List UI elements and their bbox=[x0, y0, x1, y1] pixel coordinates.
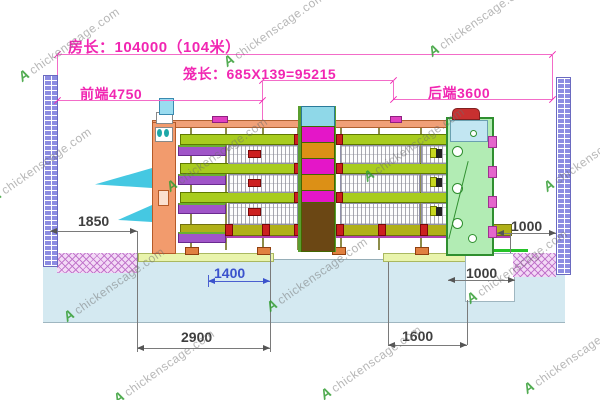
dim-1000-mid-label: 1000 bbox=[466, 265, 498, 281]
end-column-eye bbox=[164, 129, 169, 137]
brand-logo-icon: A bbox=[424, 40, 443, 60]
brand-logo-icon: A bbox=[519, 377, 538, 397]
dim-house-length-line bbox=[57, 54, 552, 55]
brand-logo-icon: A bbox=[14, 65, 33, 85]
dim-house-length-label: 房长：104000（104米） bbox=[68, 39, 241, 56]
ground-top-edge bbox=[270, 259, 388, 260]
dim-2900-label: 2900 bbox=[181, 329, 213, 345]
dim-1000-top-label: 1000 bbox=[511, 218, 543, 234]
floor-strip-left bbox=[138, 253, 274, 262]
right-brick-wall bbox=[556, 77, 571, 275]
dim-rear-end-line bbox=[393, 99, 552, 100]
dim-1850-line bbox=[50, 231, 137, 232]
dim-2900-line bbox=[137, 348, 270, 349]
dim-1000-top-line bbox=[497, 233, 556, 234]
brand-logo-icon: A bbox=[0, 185, 5, 205]
top-rail-trolley bbox=[390, 116, 402, 123]
brand-logo-icon: A bbox=[109, 387, 128, 400]
dim-1400-line bbox=[208, 281, 270, 282]
elevator-cap bbox=[452, 108, 480, 120]
dim-rear-end-label: 后端3600 bbox=[428, 85, 491, 101]
brand-logo-icon: A bbox=[316, 383, 335, 400]
end-column bbox=[152, 122, 176, 254]
brand-logo-icon: A bbox=[539, 175, 558, 195]
dim-cage-length-line bbox=[262, 80, 393, 81]
dim-1400-label: 1400 bbox=[214, 265, 246, 281]
dim-front-end-label: 前端4750 bbox=[80, 86, 143, 102]
footing-hatch-right bbox=[513, 253, 556, 277]
egg-elevator-window bbox=[450, 120, 488, 142]
end-column-slot bbox=[158, 190, 169, 206]
footing-hatch-left bbox=[57, 253, 137, 273]
dim-1000-mid-line bbox=[448, 280, 515, 281]
manure-belt-underline bbox=[180, 236, 510, 238]
dim-1600-label: 1600 bbox=[402, 328, 434, 344]
column-top-motor bbox=[159, 98, 174, 115]
end-column-eye bbox=[157, 129, 162, 137]
egg-chute-lower bbox=[118, 205, 152, 222]
dim-1600-line bbox=[388, 345, 467, 346]
egg-chute-upper bbox=[95, 168, 152, 188]
top-rail-trolley bbox=[212, 116, 228, 123]
dim-cage-length-label: 笼长：685X139=95215 bbox=[183, 66, 337, 82]
dim-1850-label: 1850 bbox=[78, 213, 110, 229]
left-brick-wall bbox=[43, 75, 58, 267]
dim-front-end-line bbox=[57, 100, 262, 101]
